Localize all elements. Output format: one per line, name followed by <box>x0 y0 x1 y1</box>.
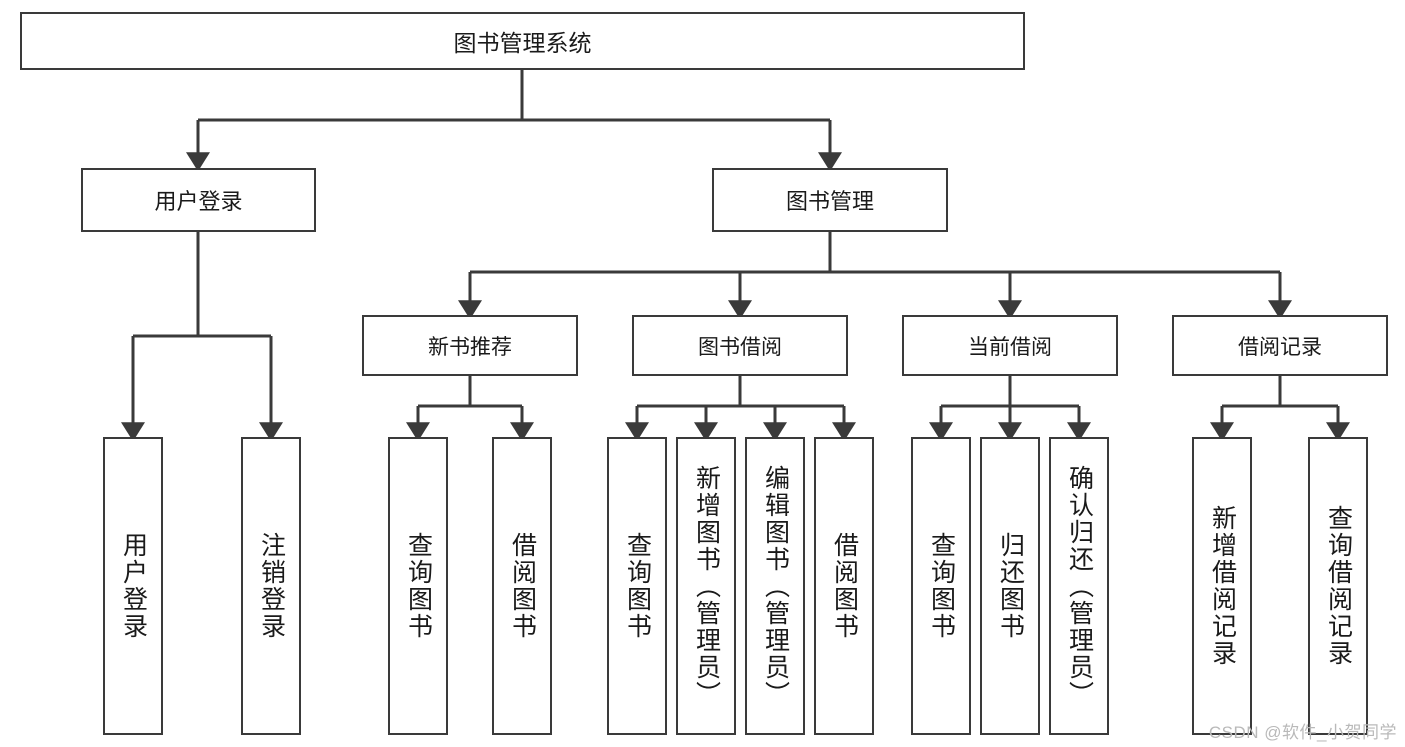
leaf-label: 用户登录 <box>119 532 148 640</box>
leaf-new-book-query[interactable]: 查询图书 <box>388 437 448 735</box>
node-borrow-record[interactable]: 借阅记录 <box>1172 315 1388 376</box>
leaf-book-borrow-query[interactable]: 查询图书 <box>607 437 667 735</box>
leaf-new-book-borrow[interactable]: 借阅图书 <box>492 437 552 735</box>
leaf-label: 查询图书 <box>927 532 956 640</box>
leaf-current-borrow-return[interactable]: 归还图书 <box>980 437 1040 735</box>
node-current-borrow[interactable]: 当前借阅 <box>902 315 1118 376</box>
leaf-label: 借阅图书 <box>508 532 537 640</box>
node-root-system[interactable]: 图书管理系统 <box>20 12 1025 70</box>
leaf-book-borrow-edit[interactable]: 编辑图书（管理员） <box>745 437 805 735</box>
leaf-label: 新增图书（管理员） <box>692 464 721 708</box>
leaf-label: 查询图书 <box>623 532 652 640</box>
leaf-label: 借阅图书 <box>830 532 859 640</box>
node-user-login[interactable]: 用户登录 <box>81 168 316 232</box>
leaf-label: 新增借阅记录 <box>1208 505 1237 667</box>
leaf-label: 编辑图书（管理员） <box>761 464 790 708</box>
node-book-borrow[interactable]: 图书借阅 <box>632 315 848 376</box>
leaf-book-borrow-borrow[interactable]: 借阅图书 <box>814 437 874 735</box>
leaf-current-borrow-confirm-return[interactable]: 确认归还（管理员） <box>1049 437 1109 735</box>
leaf-label: 查询借阅记录 <box>1324 505 1353 667</box>
leaf-label: 查询图书 <box>404 532 433 640</box>
leaf-label: 确认归还（管理员） <box>1065 464 1094 708</box>
leaf-book-borrow-add[interactable]: 新增图书（管理员） <box>676 437 736 735</box>
leaf-label: 归还图书 <box>996 532 1025 640</box>
csdn-watermark: CSDN @软件_小贺同学 <box>1208 723 1397 742</box>
leaf-record-query[interactable]: 查询借阅记录 <box>1308 437 1368 735</box>
leaf-record-add[interactable]: 新增借阅记录 <box>1192 437 1252 735</box>
leaf-user-login-login[interactable]: 用户登录 <box>103 437 163 735</box>
leaf-label: 注销登录 <box>257 532 286 640</box>
leaf-user-login-logout[interactable]: 注销登录 <box>241 437 301 735</box>
node-book-management[interactable]: 图书管理 <box>712 168 948 232</box>
node-new-book-recommend[interactable]: 新书推荐 <box>362 315 578 376</box>
leaf-current-borrow-query[interactable]: 查询图书 <box>911 437 971 735</box>
